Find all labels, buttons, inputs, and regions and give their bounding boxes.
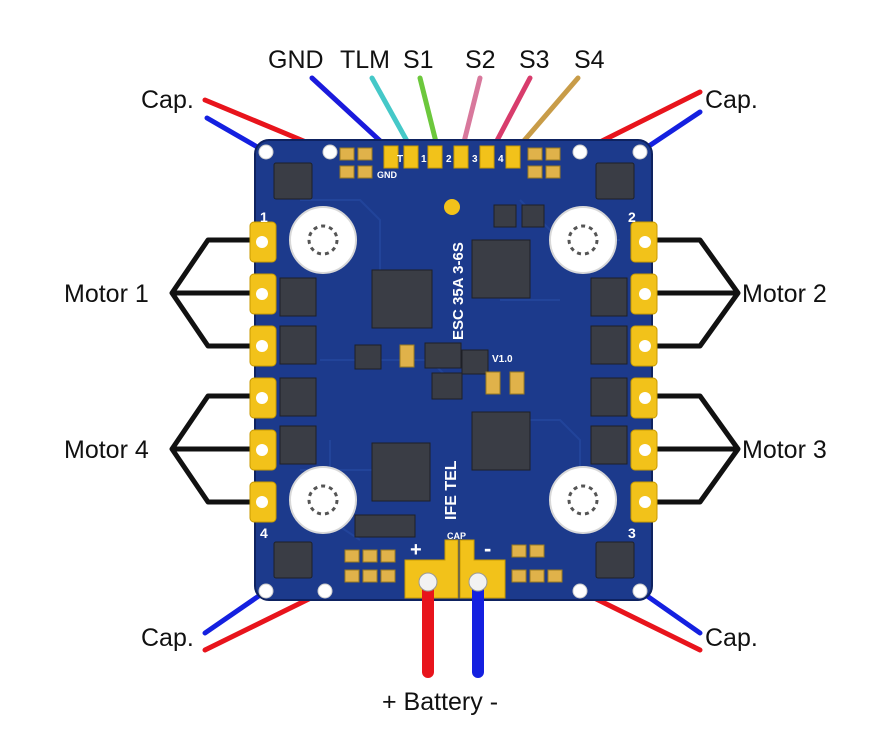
motor-3-label: Motor 3 xyxy=(742,436,827,464)
tlm-wire xyxy=(369,75,415,153)
pad-mark-2: 2 xyxy=(446,154,452,165)
signal-label-gnd: GND xyxy=(268,46,324,74)
battery-label: + Battery - xyxy=(382,688,499,716)
board-brand: IFE TEL xyxy=(443,460,460,520)
motor-4-label: Motor 4 xyxy=(64,436,149,464)
pad-mark-1: 1 xyxy=(421,154,427,165)
plus-mark: + xyxy=(410,539,422,561)
signal-label-s3: S3 xyxy=(519,46,550,74)
signal-wires xyxy=(309,75,581,153)
cap-label-bottom-left: Cap. xyxy=(141,624,194,652)
esc-board xyxy=(249,139,658,601)
corner-number-2: 2 xyxy=(628,209,636,225)
cap-bottom-left-blue xyxy=(202,588,269,636)
motor3-wires xyxy=(639,393,741,505)
s2-wire xyxy=(459,75,483,153)
pad-mark-4: 4 xyxy=(498,154,504,165)
signal-label-s2: S2 xyxy=(465,46,496,74)
cap-label-bottom-right: Cap. xyxy=(705,624,758,652)
cap-label-top-left: Cap. xyxy=(141,86,194,114)
cap-bottom-right-blue xyxy=(637,588,703,636)
motor-2-label: Motor 2 xyxy=(742,280,827,308)
motor-1-label: Motor 1 xyxy=(64,280,149,308)
corner-number-4: 4 xyxy=(260,525,268,541)
board-model: ESC 35A 3-6S xyxy=(450,242,467,340)
signal-pads xyxy=(383,145,521,169)
s3-wire xyxy=(489,75,533,153)
s4-wire xyxy=(513,75,581,153)
cap-label-top-right: Cap. xyxy=(705,86,758,114)
battery-wires xyxy=(418,572,488,678)
mounting-holes xyxy=(289,206,617,534)
signal-label-tlm: TLM xyxy=(340,46,390,74)
s1-wire xyxy=(417,75,441,153)
gnd-mark: GND xyxy=(377,170,398,180)
signal-label-s1: S1 xyxy=(403,46,434,74)
minus-mark: - xyxy=(484,536,491,561)
cap-mark: CAP xyxy=(447,531,466,541)
pad-mark-t: T xyxy=(397,154,403,165)
gnd-wire xyxy=(309,75,393,153)
motor2-wires xyxy=(639,237,741,349)
motor-wires xyxy=(169,237,741,505)
board-version: V1.0 xyxy=(492,354,513,365)
corner-number-1: 1 xyxy=(260,209,268,225)
signal-label-s4: S4 xyxy=(574,46,605,74)
pad-mark-3: 3 xyxy=(472,154,478,165)
corner-number-3: 3 xyxy=(628,525,636,541)
